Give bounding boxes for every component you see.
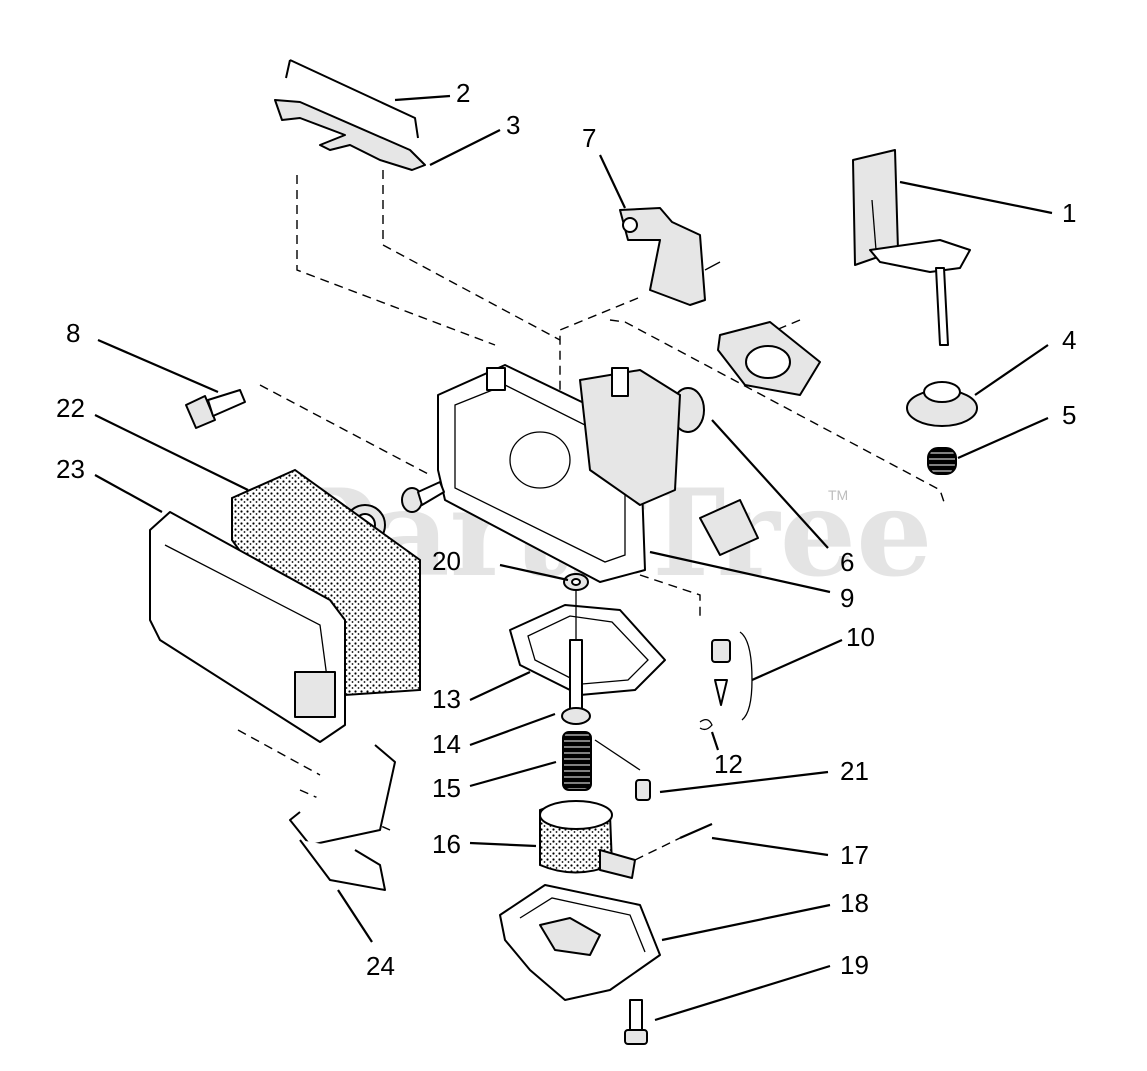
callout-19: 19	[840, 950, 869, 980]
part-1-choke-shaft	[852, 149, 971, 346]
callout-22: 22	[56, 393, 85, 423]
callout-5: 5	[1062, 400, 1076, 430]
callout-15: 15	[432, 773, 461, 803]
callout-1: 1	[1062, 198, 1076, 228]
callout-4: 4	[1062, 325, 1076, 355]
callout-24: 24	[366, 951, 395, 981]
part-18-float-bowl	[499, 884, 661, 1001]
part-20-washer	[563, 573, 589, 591]
part-4-seal	[906, 381, 978, 427]
part-21-plug	[635, 779, 651, 801]
callout-18: 18	[840, 888, 869, 918]
part-15-spring	[562, 731, 641, 791]
mounting-screw	[401, 481, 445, 513]
callout-20: 20	[432, 546, 461, 576]
callout-8: 8	[66, 318, 80, 348]
callout-16: 16	[432, 829, 461, 859]
part-19-bowl-screw	[624, 999, 648, 1045]
part-17-float-pin	[634, 822, 713, 861]
callout-13: 13	[432, 684, 461, 714]
part-16-float	[539, 800, 636, 879]
callout-7: 7	[582, 123, 596, 153]
part-10-inlet-needle	[711, 631, 753, 721]
callout-6: 6	[840, 547, 854, 577]
callout-12: 12	[714, 749, 743, 779]
part-2-choke-link	[285, 59, 419, 139]
part-24-bail-wire	[289, 744, 396, 891]
part-3-throttle-lever	[274, 99, 426, 171]
fuel-tube	[699, 499, 759, 556]
callout-14: 14	[432, 729, 461, 759]
callout-2: 2	[456, 78, 470, 108]
callout-labels: 1 2 3 4 5 6 7 8 9 10 12 13 14 15 16 17 1…	[56, 78, 1076, 981]
callout-23: 23	[56, 454, 85, 484]
part-5-spring	[927, 447, 957, 475]
watermark-trademark: TM	[828, 487, 848, 503]
part-7-bracket	[619, 207, 721, 306]
callout-3: 3	[506, 110, 520, 140]
part-8-screw	[185, 389, 246, 429]
leader-lines	[94, 94, 1053, 1022]
callout-10: 10	[846, 622, 875, 652]
part-22-filter-element	[231, 468, 421, 697]
part-13-bowl-gasket	[509, 590, 666, 710]
callout-17: 17	[840, 840, 869, 870]
part-9-carburetor-body	[437, 364, 681, 583]
callout-9: 9	[840, 583, 854, 613]
callout-21: 21	[840, 756, 869, 786]
part-23-filter-cover	[149, 511, 346, 743]
part-14-nozzle	[561, 639, 591, 725]
part-12-clip	[699, 718, 713, 731]
intake-gasket	[717, 321, 821, 396]
